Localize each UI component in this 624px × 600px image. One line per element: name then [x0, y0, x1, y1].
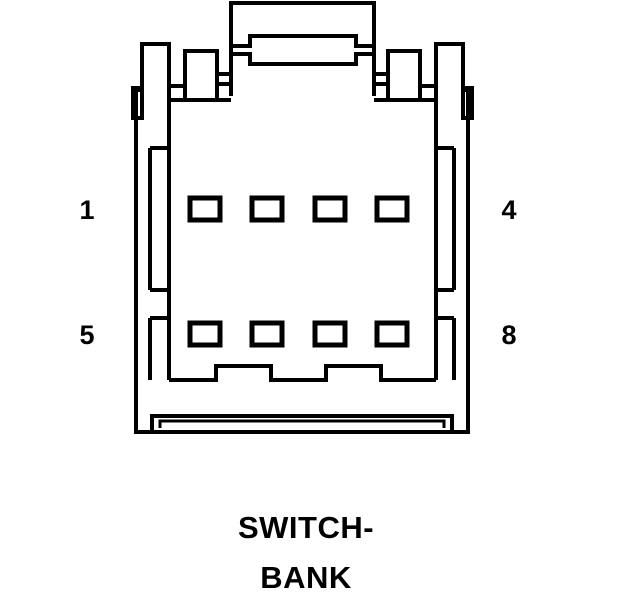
caption-line-2: BANK: [260, 560, 352, 595]
pin-label-bottom-right: 8: [501, 320, 516, 350]
pin-cavity-row-top: [187, 195, 410, 223]
right-shoulder-assembly: [374, 42, 474, 120]
caption-line-1: SWITCH-: [238, 510, 374, 545]
pin-cavity-3: [312, 195, 348, 223]
left-lower-rail-step: [148, 316, 171, 380]
right-side-rail-slot: [434, 146, 456, 292]
right-lower-rail-step: [434, 316, 456, 380]
pin-cavity-1: [187, 195, 223, 223]
pin-cavity-2: [249, 195, 285, 223]
left-side-rail-slot: [148, 146, 171, 292]
left-shoulder-assembly: [131, 42, 231, 120]
pin-cavity-6: [249, 320, 285, 348]
pin-label-top-right: 4: [501, 195, 516, 225]
pin-cavity-row-bottom: [187, 320, 410, 348]
pin-cavity-4: [374, 195, 410, 223]
pin-label-bottom-left: 5: [79, 320, 94, 350]
pin-label-top-left: 1: [79, 195, 94, 225]
pin-cavity-5: [187, 320, 223, 348]
top-latch-tab: [229, 1, 376, 96]
bottom-seal-bar: [150, 414, 454, 432]
pin-cavity-7: [312, 320, 348, 348]
connector-body-outline: [134, 88, 470, 434]
pin-cavity-8: [374, 320, 410, 348]
